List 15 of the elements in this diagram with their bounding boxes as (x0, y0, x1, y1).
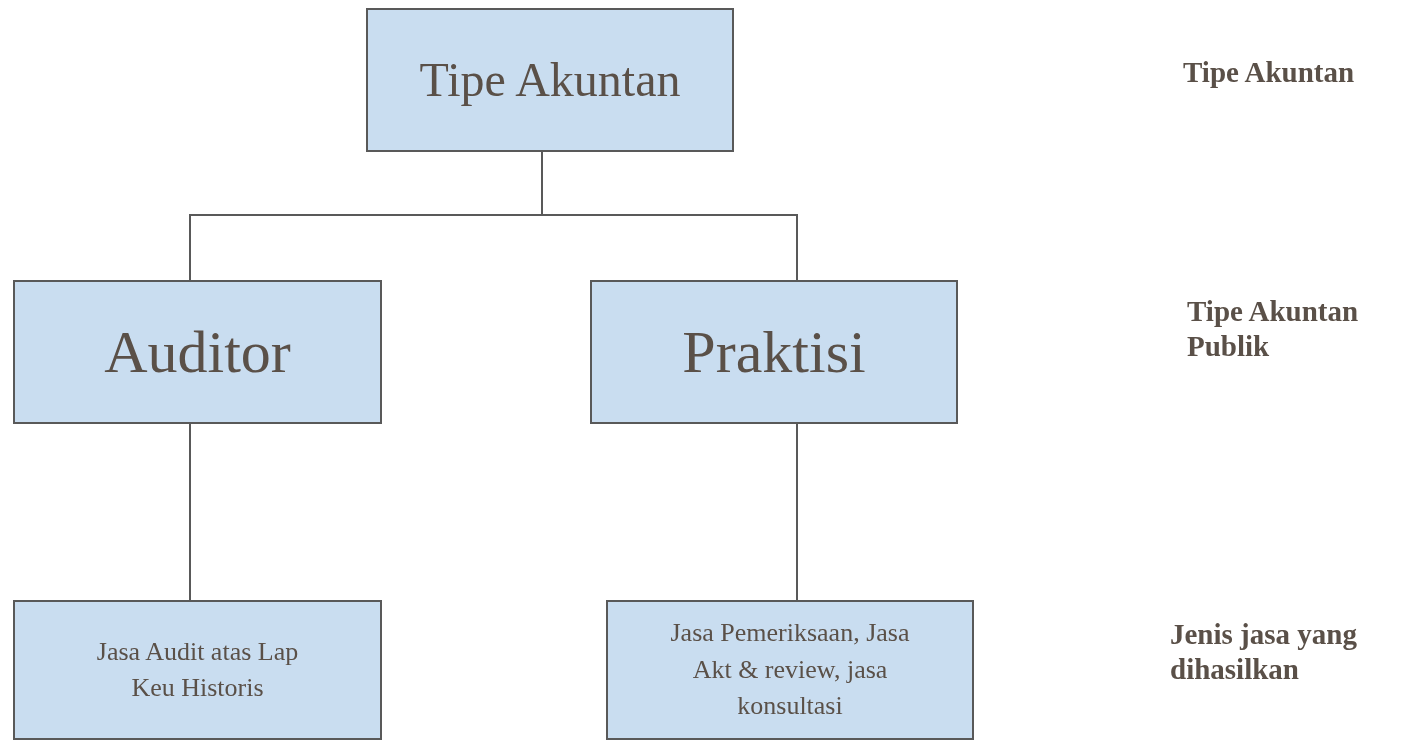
node-label: Tipe Akuntan (418, 52, 682, 109)
process-box (606, 600, 974, 740)
node-label: Praktisi (681, 318, 867, 387)
process-box (366, 8, 734, 152)
connector-line (796, 423, 798, 601)
process-box (13, 280, 382, 424)
connector-line (189, 423, 191, 601)
process-box (590, 280, 958, 424)
level-label: Tipe Akuntan Publik (1187, 294, 1360, 364)
level-label: Tipe Akuntan (1183, 55, 1356, 90)
level-label: Jenis jasa yang dihasilkan (1170, 617, 1358, 687)
process-box (13, 600, 382, 740)
node-label: Auditor (103, 318, 292, 387)
node-label: Jasa Audit atas Lap Keu Historis (95, 635, 300, 704)
node-label: Jasa Pemeriksaan, Jasa Akt & review, jasa konsultasi (669, 617, 911, 723)
